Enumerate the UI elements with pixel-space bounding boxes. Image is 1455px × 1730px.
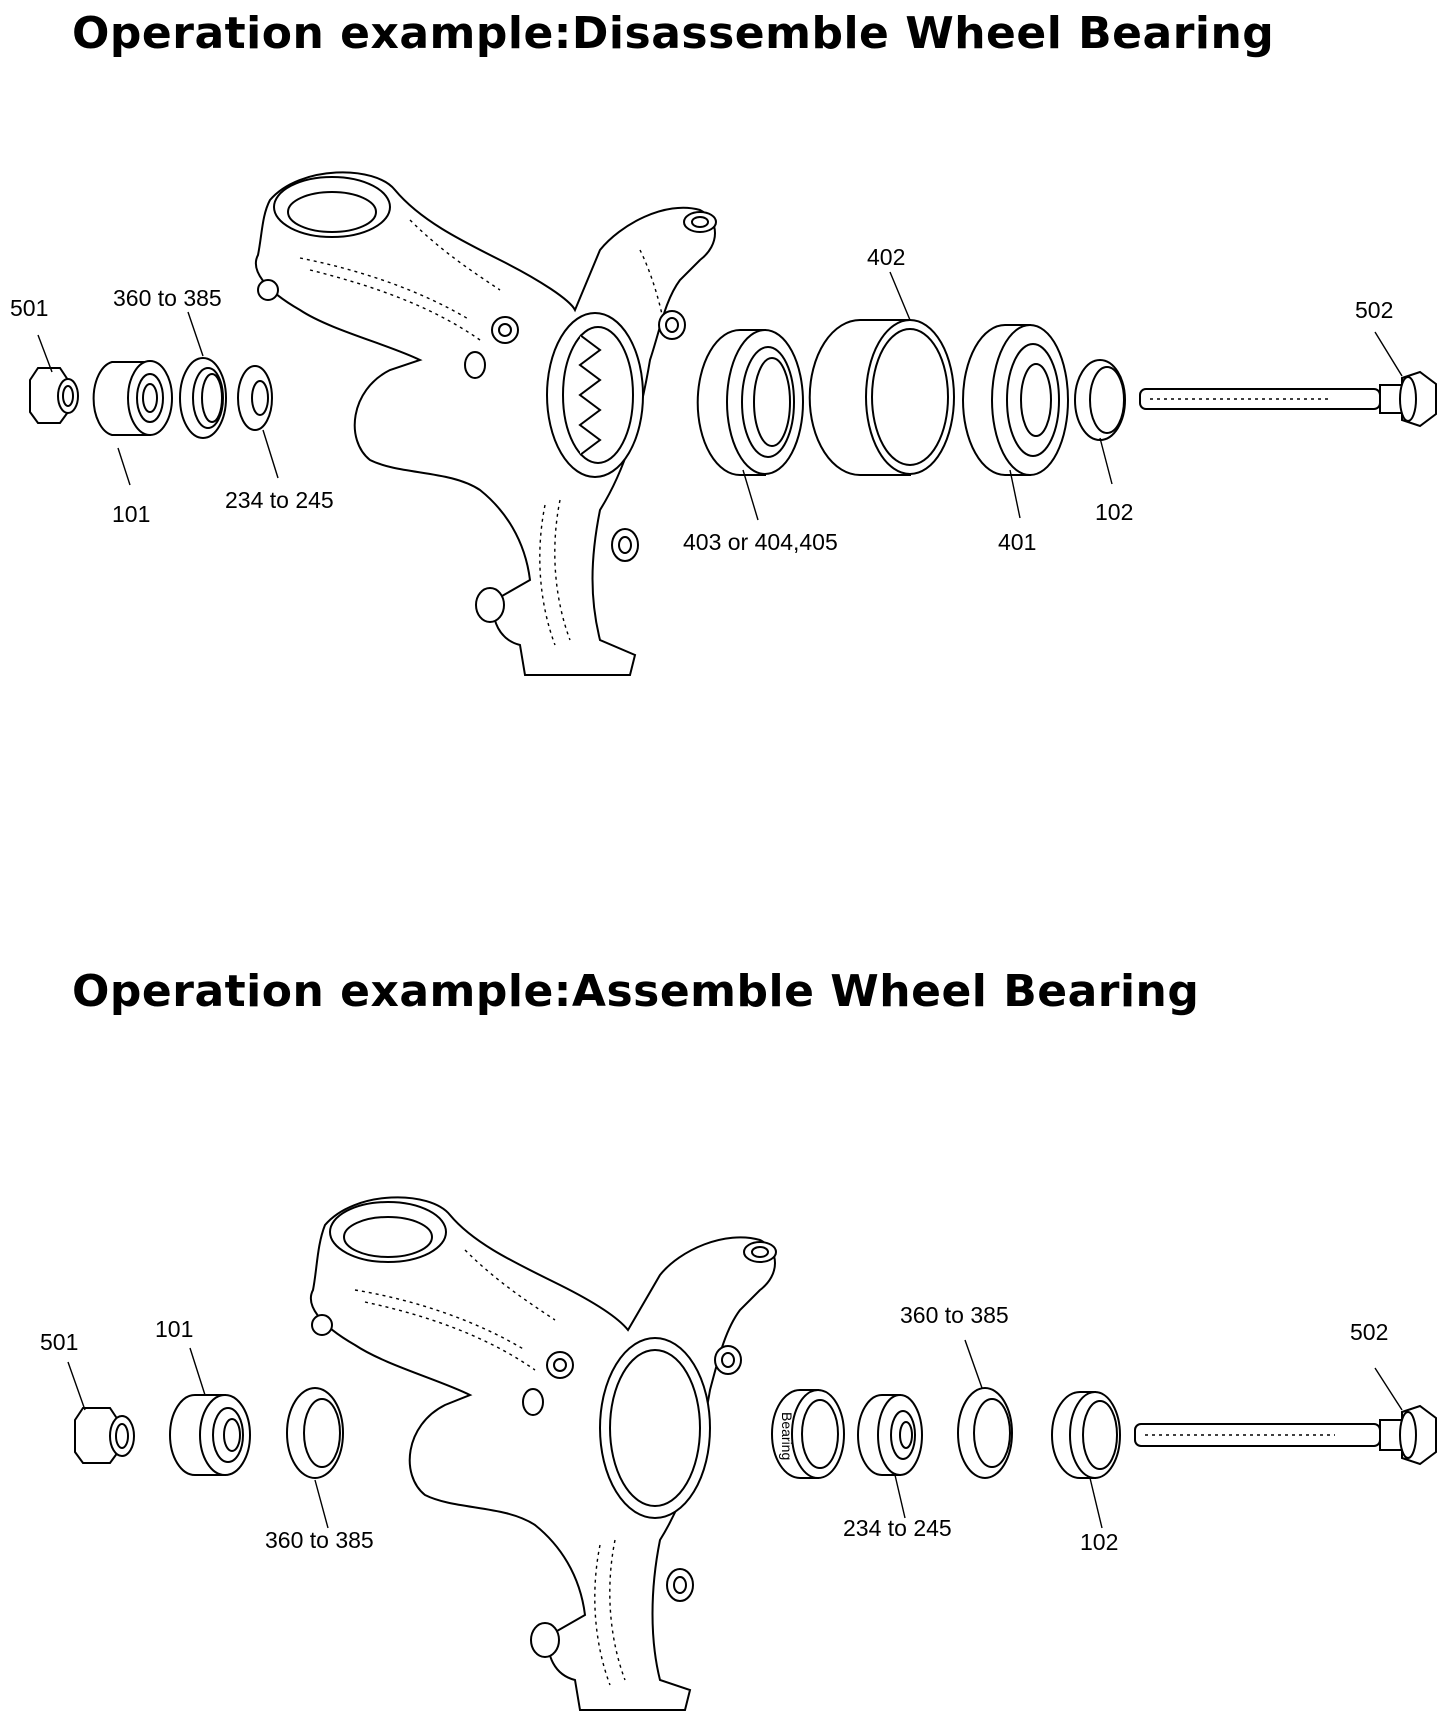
label-502: 502 [1355,297,1393,323]
part-360-385-ring-right [957,1387,1013,1479]
label-234-245: 234 to 245 [225,487,334,513]
assemble-diagram: Bearing 501 101 360 to 385 234 to 245 36… [40,1196,1437,1711]
label-101: 101 [112,501,150,527]
label-102: 102 [1080,1529,1118,1555]
bearing-text: Bearing [779,1412,795,1460]
label-360-385-left: 360 to 385 [265,1527,374,1553]
label-502: 502 [1350,1319,1388,1345]
steering-knuckle [254,171,717,676]
part-360-385-ring [179,357,227,439]
label-402: 402 [867,244,905,270]
label-101: 101 [155,1316,193,1342]
part-101-cup [169,1394,251,1476]
part-102-ring [1074,359,1126,441]
part-501-nut [29,367,79,424]
label-401: 401 [998,529,1036,555]
label-501: 501 [10,295,48,321]
part-401-cup [962,324,1069,476]
section-title-disassemble: Operation example:Disassemble Wheel Bear… [72,8,1275,59]
part-360-385-ring-left [286,1387,344,1479]
steering-knuckle [309,1196,777,1711]
part-234-245-ring [857,1394,923,1476]
disassemble-diagram: 501 360 to 385 101 234 to 245 403 or 404… [10,171,1437,676]
part-403-404-405-sleeve [696,329,804,476]
label-403-404-405: 403 or 404,405 [683,529,838,555]
part-402-cylinder [808,319,955,476]
bearing [771,1389,845,1479]
section-title-assemble: Operation example:Assemble Wheel Bearing [72,966,1200,1017]
part-501-nut [74,1407,135,1464]
label-360-385-right: 360 to 385 [900,1302,1009,1328]
label-234-245: 234 to 245 [843,1515,952,1541]
label-501: 501 [40,1329,78,1355]
part-502-bolt [1134,1404,1437,1466]
part-502-bolt [1139,370,1437,428]
part-234-245-ring [237,365,273,431]
part-101-cup [92,360,173,436]
label-360-385: 360 to 385 [113,285,222,311]
part-102-cup [1051,1391,1121,1479]
label-102: 102 [1095,499,1133,525]
